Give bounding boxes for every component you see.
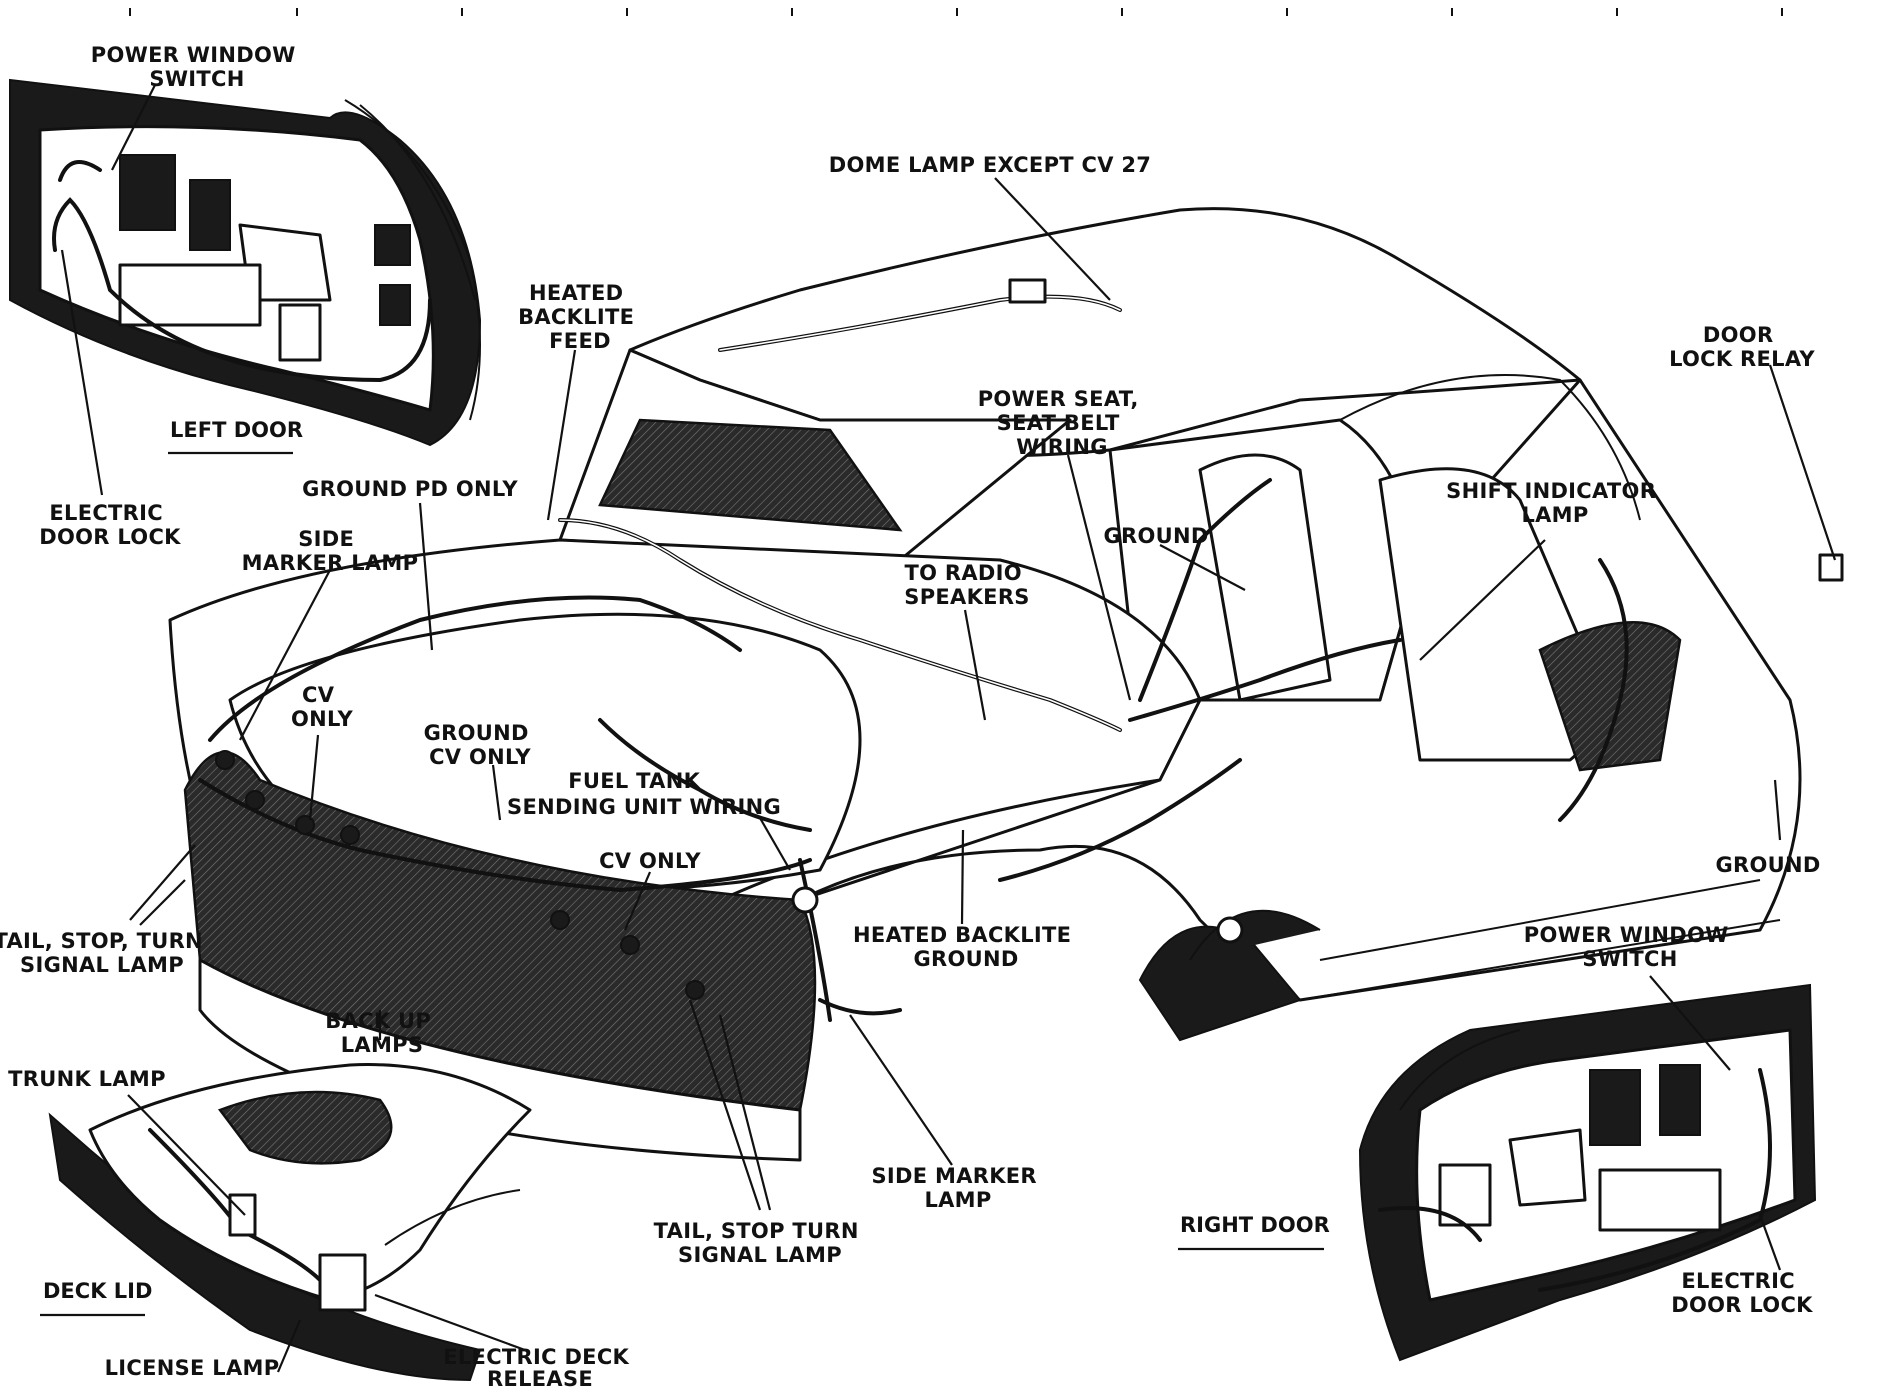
deck-lid-title: DECK LID (43, 1279, 152, 1303)
label-heated-backlite-ground: HEATED BACKLITE GROUND (853, 923, 1079, 971)
label-shift-indicator-lamp: SHIFT INDICATOR LAMP (1446, 479, 1664, 527)
label-side-marker-lamp-rear: SIDE MARKER LAMP (871, 1164, 1044, 1212)
label-back-up-lamps: BACK UP LAMPS (325, 1009, 438, 1057)
scan-ticks (129, 8, 1783, 16)
label-electric-door-lock-left: ELECTRIC DOOR LOCK (39, 501, 181, 549)
label-trunk-lamp: TRUNK LAMP (8, 1067, 166, 1091)
label-tail-stop-turn-right: TAIL, STOP TURN SIGNAL LAMP (654, 1219, 867, 1267)
left-door-inset (9, 78, 482, 447)
deck-lid-inset (48, 1063, 532, 1382)
label-cv-only-1: CV ONLY (291, 683, 353, 731)
label-fuel-tank: FUEL TANK SENDING UNIT WIRING (507, 769, 781, 819)
labels: POWER WINDOW SWITCH ELECTRIC DOOR LOCK D… (0, 43, 1820, 1391)
label-side-marker-lamp-left: SIDE MARKER LAMP (242, 527, 419, 575)
label-ground-pd-only: GROUND PD ONLY (302, 477, 518, 501)
label-ground-interior: GROUND (1103, 524, 1208, 548)
label-power-window-switch-left: POWER WINDOW SWITCH (91, 43, 303, 91)
label-power-seat: POWER SEAT, SEAT BELT WIRING (978, 387, 1147, 459)
left-door-title: LEFT DOOR (170, 418, 303, 442)
car-body (168, 207, 1802, 1162)
wiring-harness (198, 278, 1844, 1022)
right-door-inset (1358, 983, 1817, 1362)
label-cv-only-2: CV ONLY (599, 849, 701, 873)
label-dome-lamp: DOME LAMP EXCEPT CV 27 (829, 153, 1151, 177)
label-ground-right: GROUND (1715, 853, 1820, 877)
label-heated-backlite-feed: HEATED BACKLITE FEED (518, 281, 642, 353)
leader-lines (60, 84, 1837, 1373)
label-power-window-switch-right: POWER WINDOW SWITCH (1524, 923, 1736, 971)
label-ground-cv-only: GROUND CV ONLY (424, 721, 537, 769)
label-tail-stop-turn-left: TAIL, STOP, TURN SIGNAL LAMP (0, 929, 211, 977)
right-door-title: RIGHT DOOR (1180, 1213, 1330, 1237)
label-to-radio-speakers: TO RADIO SPEAKERS (904, 561, 1029, 609)
label-license-lamp: LICENSE LAMP (105, 1356, 280, 1380)
label-electric-door-lock-right: ELECTRIC DOOR LOCK (1671, 1269, 1813, 1317)
label-electric-deck-release: ELECTRIC DECK RELEASE (443, 1345, 637, 1391)
label-door-lock-relay: DOOR LOCK RELAY (1669, 323, 1815, 371)
